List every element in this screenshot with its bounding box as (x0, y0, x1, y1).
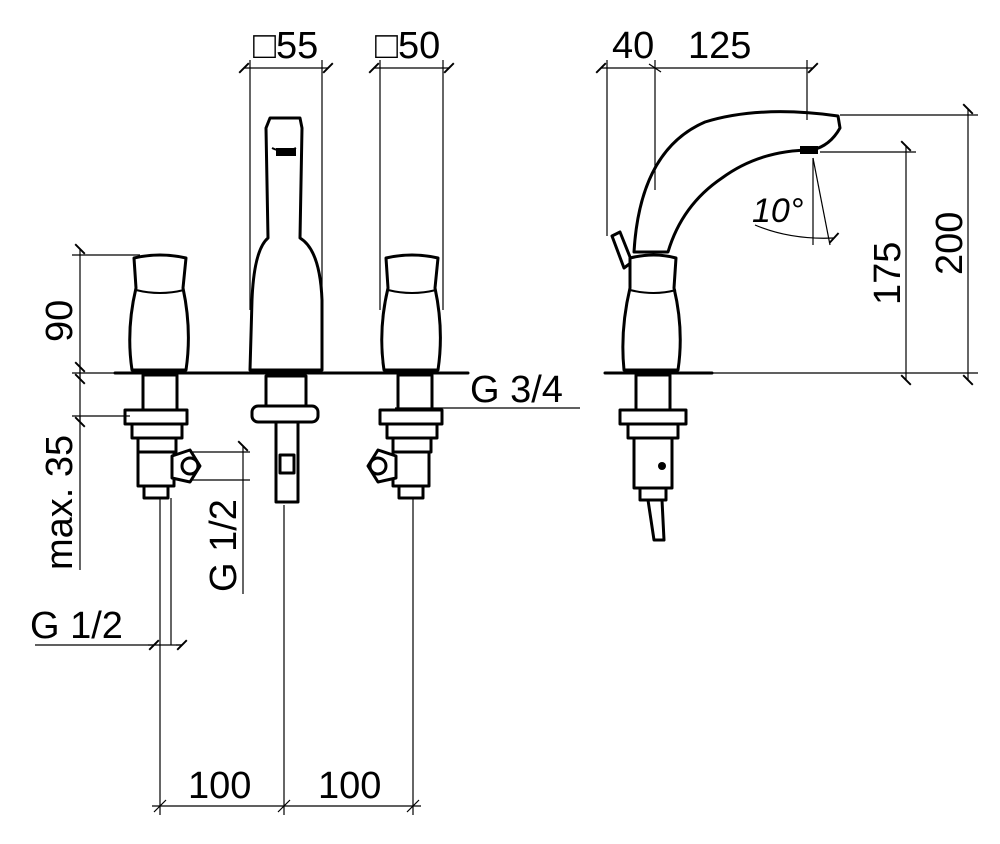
spacing-right-label: 100 (318, 765, 381, 807)
max-deck-label: max. 35 (39, 435, 81, 570)
handle-square-label: □55 (253, 25, 318, 67)
offset-top-label: 40 (612, 25, 654, 67)
center-spout (248, 116, 324, 372)
side-valve-body (618, 373, 688, 542)
center-connector (250, 374, 320, 504)
spout-angle-label: 10° (752, 192, 803, 230)
inlet-thread-label: G 1/2 (30, 605, 123, 647)
left-handle (128, 253, 190, 372)
side-body (621, 253, 682, 372)
side-view (603, 110, 842, 542)
spout-reach-label: 125 (688, 25, 751, 67)
side-thread-label: G 1/2 (203, 499, 245, 592)
right-handle (380, 253, 442, 372)
spacing-left-label: 100 (188, 765, 251, 807)
front-view (113, 116, 470, 645)
side-spout (632, 110, 842, 254)
deck-thread-label: G 3/4 (470, 369, 563, 411)
left-valve-body (123, 373, 202, 645)
dimension-lines (35, 60, 978, 815)
valve-square-label: □50 (375, 25, 440, 67)
total-height-label: 200 (929, 212, 971, 275)
spout-height-label: 175 (867, 242, 909, 305)
handle-height-label: 90 (39, 300, 81, 342)
right-valve-body (366, 373, 444, 500)
